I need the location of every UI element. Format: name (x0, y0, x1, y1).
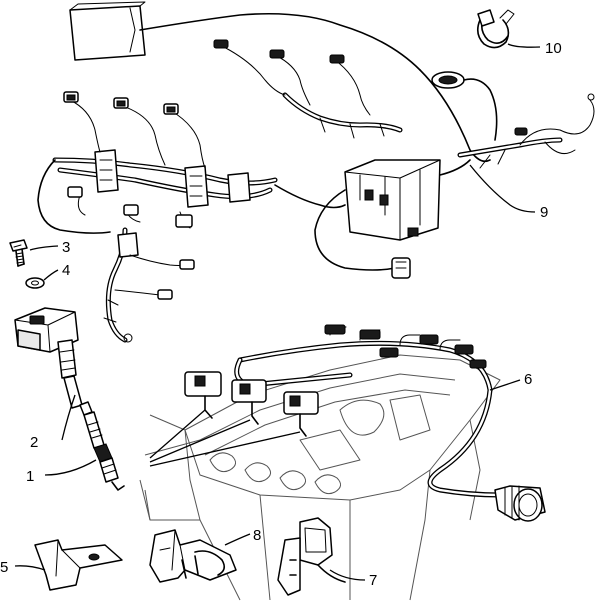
callout-6: 6 (524, 371, 532, 388)
harness-holder-bracket (149, 529, 251, 583)
leader-6 (489, 379, 521, 391)
washer (25, 269, 59, 289)
leader-9 (469, 164, 536, 213)
cable-clip (476, 9, 541, 49)
callout-7: 7 (369, 572, 377, 589)
ignition-coils-installed (149, 371, 319, 467)
callout-8: 8 (253, 527, 261, 544)
sensor-bracket (277, 517, 366, 596)
callout-1: 1 (26, 468, 34, 485)
callout-10: 10 (545, 40, 562, 57)
callout-9: 9 (540, 204, 548, 221)
callout-5: 5 (0, 559, 8, 576)
ignition-coil (14, 307, 83, 441)
callout-4: 4 (62, 262, 70, 279)
callout-2: 2 (30, 434, 38, 451)
main-wiring-harness (37, 1, 595, 343)
screw (9, 239, 59, 267)
mounting-bracket-plate (14, 539, 123, 591)
spark-plug (44, 401, 125, 491)
callout-3: 3 (62, 239, 70, 256)
